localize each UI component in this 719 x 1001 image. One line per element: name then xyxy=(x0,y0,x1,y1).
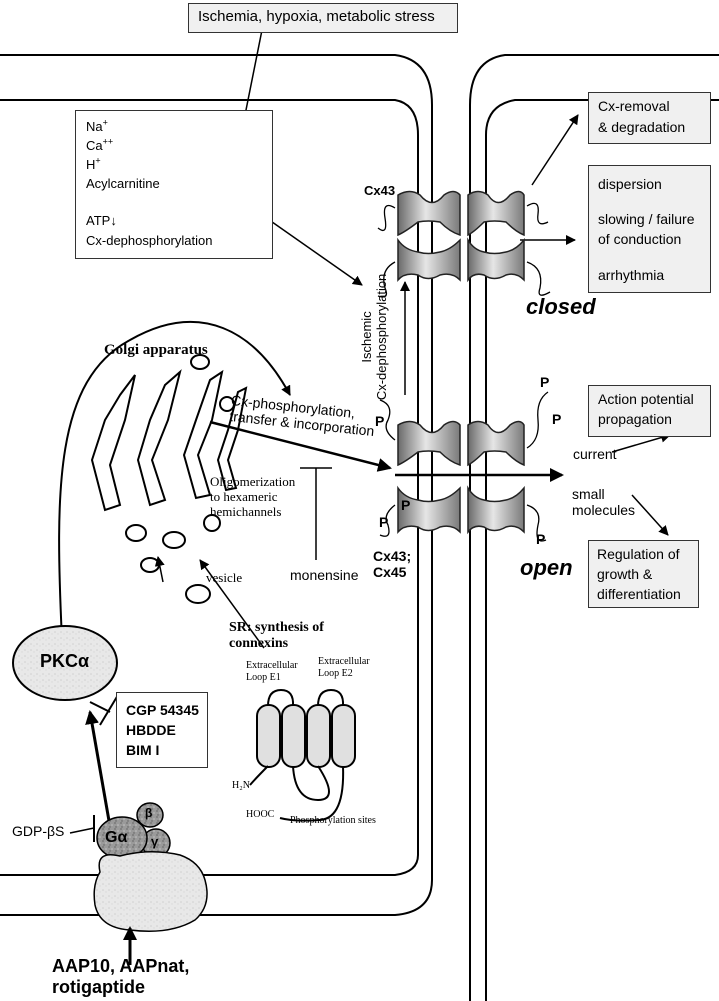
h-ion: H+ xyxy=(86,155,101,172)
na-ion: Na+ xyxy=(86,117,108,134)
cell-membranes xyxy=(0,54,719,1001)
p-label-2: P xyxy=(401,497,411,513)
effect-dispersion: dispersion xyxy=(598,176,662,192)
cx43-top-label: Cx43 xyxy=(364,183,396,198)
p-label-4: P xyxy=(540,374,550,390)
growth-line-3: differentiation xyxy=(597,586,681,602)
g-gamma-label: γ xyxy=(151,834,159,849)
golgi-cell-outline xyxy=(58,321,291,641)
agonist-label: AAP10, AAPnat, rotigaptide xyxy=(52,956,190,997)
growth-line-1: Regulation of xyxy=(597,546,680,562)
ap-line-2: propagation xyxy=(598,411,672,427)
g-beta-label: β xyxy=(145,806,153,820)
removal-line-2: & degradation xyxy=(598,119,686,135)
inhibitor-2: HBDDE xyxy=(126,722,176,738)
current-label: current xyxy=(573,446,617,462)
open-label: open xyxy=(520,555,573,580)
ap-line-1: Action potential xyxy=(598,391,694,407)
monensine-label: monensine xyxy=(290,567,359,583)
growth-line-2: growth & xyxy=(597,566,653,582)
cx43-cx45-label: Cx43; Cx45 xyxy=(373,548,412,581)
effect-slowing: slowing / failure xyxy=(598,211,695,227)
connexin-tails xyxy=(377,202,551,542)
atp-down-arrow: ↓ xyxy=(110,213,117,228)
effects-box xyxy=(588,165,711,293)
top-stress-text: Ischemia, hypoxia, metabolic stress xyxy=(198,8,435,25)
golgi-label: Golgi apparatus xyxy=(104,342,208,358)
vesicle-label: vesicle xyxy=(206,570,243,585)
inhibitors-box xyxy=(116,692,208,768)
hooc-label: HOOC xyxy=(246,809,275,820)
ion-box xyxy=(75,110,273,259)
ischemic-dephos-label: Ischemic Cx-dephosphorylation xyxy=(359,273,389,401)
p-label-5: P xyxy=(552,411,562,427)
oligomer-label: Oligomerization to hexameric hemichannel… xyxy=(210,474,296,519)
action-potential-box xyxy=(588,385,711,437)
top-stress-box xyxy=(188,3,458,33)
removal-line-1: Cx-removal xyxy=(598,98,670,114)
phos-arrow xyxy=(209,420,392,472)
gdp-label: GDP-βS xyxy=(12,823,65,839)
pkc-ellipse xyxy=(12,625,118,701)
inhibitor-3: BIM I xyxy=(126,742,160,758)
receptor-blob xyxy=(93,851,208,932)
p-label-6: P xyxy=(536,531,546,547)
loop-e2-label: Extracellular Loop E2 xyxy=(318,656,370,679)
pkc-label: PKCα xyxy=(40,651,90,671)
removal-box xyxy=(588,92,711,144)
p-label-3: P xyxy=(379,514,389,530)
loop-e1-label: Extracellular Loop E1 xyxy=(246,660,298,683)
atp-label: ATP↓ xyxy=(86,213,117,228)
h2n-label: H₂N xyxy=(232,780,250,791)
phos-sites-label: Phosphorylation sites xyxy=(290,815,376,826)
inhibitor-1: CGP 54345 xyxy=(126,702,199,718)
connexons xyxy=(397,190,525,535)
p-label-1: P xyxy=(375,413,385,429)
golgi-vesicles xyxy=(125,354,235,604)
connexin-topology xyxy=(249,688,356,822)
ca-ion: Ca++ xyxy=(86,136,114,153)
cx-dephos-label: Cx-dephosphorylation xyxy=(86,233,213,248)
g-alpha-label: Gα xyxy=(105,829,128,846)
sr-label: SR: synthesis of connexins xyxy=(229,620,324,652)
acylcarnitine: Acylcarnitine xyxy=(86,176,160,191)
golgi-cisternae xyxy=(90,369,248,512)
growth-box xyxy=(588,540,699,608)
effect-conduction: of conduction xyxy=(598,231,682,247)
closed-label: closed xyxy=(526,294,596,319)
small-molecules-label: small molecules xyxy=(572,486,636,519)
effect-arrhythmia: arrhythmia xyxy=(598,267,665,283)
